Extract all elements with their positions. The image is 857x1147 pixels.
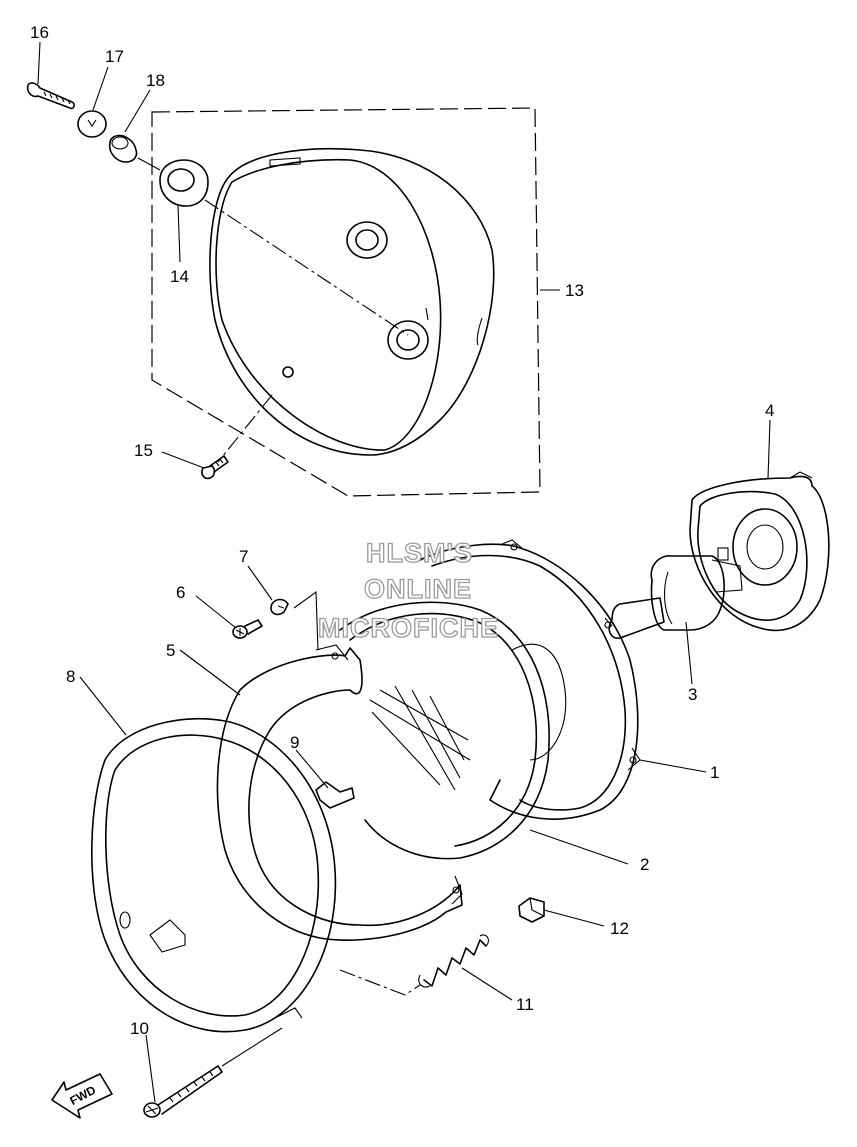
- callout-11: 11: [516, 995, 534, 1014]
- headlight-lens-2: [339, 601, 550, 860]
- callout-1: 1: [710, 763, 719, 782]
- callout-5: 5: [166, 641, 175, 660]
- callout-12: 12: [610, 919, 629, 938]
- callout-8: 8: [66, 667, 75, 686]
- callout-9: 9: [290, 733, 299, 752]
- screw-15: [201, 455, 229, 480]
- callout-16: 16: [30, 23, 49, 42]
- callout-numbers: 16 17 18 14 13 15 4 7 6 5 8 3 9 1 2 12 1…: [30, 23, 774, 1038]
- bolt-16: [26, 82, 75, 110]
- collar-18: [108, 134, 138, 163]
- callout-3: 3: [688, 685, 697, 704]
- callout-7: 7: [239, 547, 248, 566]
- bulb-socket-4: [689, 471, 830, 632]
- callout-2: 2: [640, 855, 649, 874]
- nut-7: [270, 598, 289, 616]
- callout-6: 6: [176, 583, 185, 602]
- washer-17: [77, 110, 107, 138]
- screw-10: [143, 1027, 283, 1118]
- headlight-rim-5: [216, 644, 463, 941]
- trim-ring-8: [91, 717, 337, 1033]
- callout-18: 18: [146, 71, 165, 90]
- clip-9: [315, 781, 355, 809]
- watermark-line-2: ONLINE: [364, 574, 472, 604]
- callout-10: 10: [130, 1019, 149, 1038]
- adjuster-nut-12: [518, 897, 545, 923]
- forward-direction-arrow: FWD: [51, 1073, 113, 1119]
- callout-14: 14: [170, 267, 189, 286]
- spring-11: [339, 934, 489, 996]
- bulb-3: [608, 547, 743, 639]
- headlight-housing-assembly: [151, 107, 560, 497]
- watermark-line-3: MICROFICHE: [318, 613, 499, 643]
- callout-17: 17: [105, 47, 124, 66]
- grommet-14: [137, 157, 209, 207]
- leader-lines: [37, 41, 771, 1103]
- watermark-line-1: HLSM'S: [366, 538, 473, 568]
- callout-15: 15: [134, 441, 153, 460]
- watermark: HLSM'S ONLINE MICROFICHE: [317, 537, 499, 643]
- callout-13: 13: [565, 281, 584, 300]
- screw-6: [232, 619, 263, 639]
- callout-4: 4: [765, 401, 774, 420]
